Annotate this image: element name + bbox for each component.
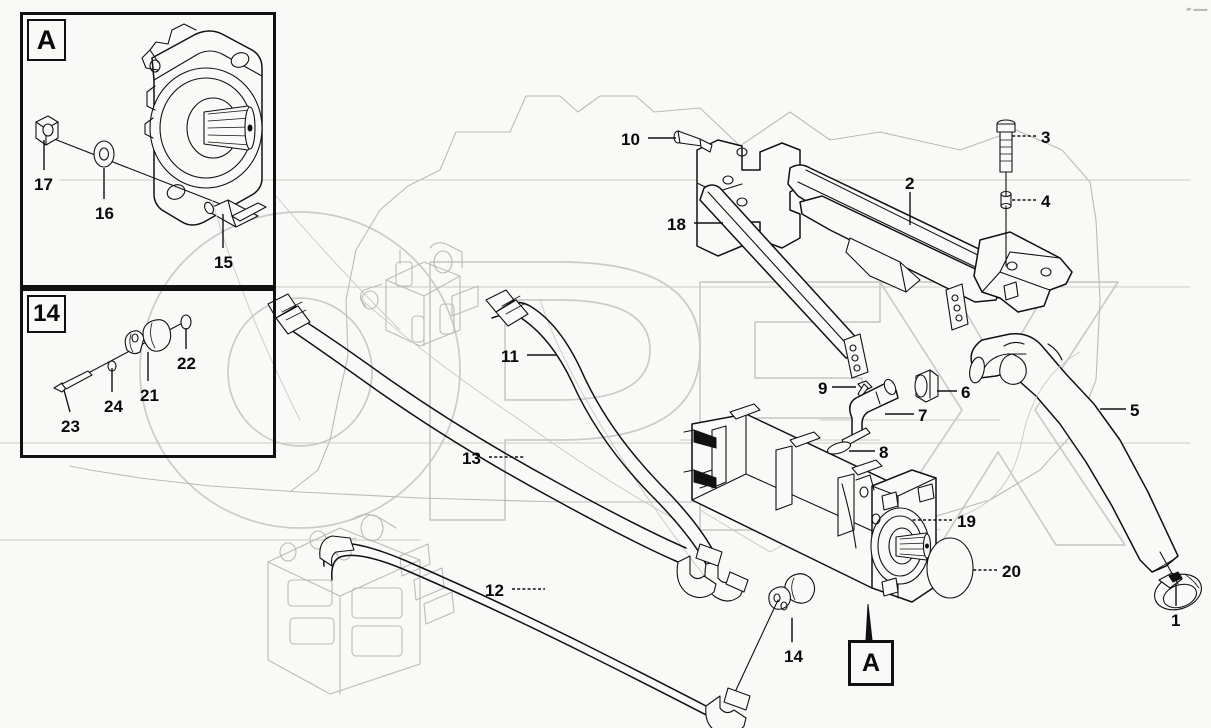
part-1-hose-clamp xyxy=(1154,551,1202,611)
callout-label-22: 22 xyxy=(177,354,196,373)
callout-label-16: 16 xyxy=(95,204,114,223)
callout-label-9: 9 xyxy=(818,379,828,398)
callout-label-4: 4 xyxy=(1041,192,1051,211)
callout-label-12: 12 xyxy=(485,581,504,600)
callout-label-20: 20 xyxy=(1002,562,1021,581)
callout-label-23: 23 xyxy=(61,417,80,436)
part-8-oring xyxy=(826,441,852,455)
part-19-pump-assembly xyxy=(683,403,937,603)
callout-label-18: 18 xyxy=(667,215,686,234)
detail-14-contents xyxy=(53,314,192,393)
callout-label-5: 5 xyxy=(1130,401,1140,420)
part-6-coupling xyxy=(914,369,939,403)
callout-label-10: 10 xyxy=(621,130,640,149)
callout-label-8: 8 xyxy=(879,443,889,462)
part-11-hose xyxy=(485,289,749,602)
part-21-clamp xyxy=(124,319,172,355)
part-16-washer xyxy=(93,140,115,168)
callout-label-17: 17 xyxy=(34,175,53,194)
callout-label-2: 2 xyxy=(905,174,915,193)
detail-box-a-tag: A xyxy=(27,19,66,61)
corner-mark: ▰ ▬▬ xyxy=(1186,6,1208,13)
detail-box-14-tag: 14 xyxy=(27,295,66,333)
part-12-hose xyxy=(319,535,751,728)
callout-label-21: 21 xyxy=(140,386,159,405)
part-15-stud xyxy=(203,199,267,228)
detail-box-a xyxy=(20,12,276,288)
callout-label-14: 14 xyxy=(784,647,803,666)
callout-label-6: 6 xyxy=(961,383,971,402)
pump-flange-body xyxy=(141,23,263,226)
part-23-bolt xyxy=(53,370,93,393)
callout-label-19: 19 xyxy=(957,512,976,531)
callout-label-11: 11 xyxy=(501,347,519,366)
part-5-suction-hose xyxy=(969,333,1179,573)
callout-label-13: 13 xyxy=(462,449,481,468)
ghost-valve-block-top xyxy=(359,242,479,347)
part-13-hose xyxy=(267,293,723,599)
callout-label-1: 1 xyxy=(1171,611,1181,630)
callout-leaders xyxy=(43,135,1177,642)
part-7-elbow-tube xyxy=(849,378,899,441)
part-18-strut xyxy=(699,184,869,379)
part-17-nut xyxy=(35,115,59,146)
detail-box-14 xyxy=(20,288,276,458)
part-3-bolt xyxy=(996,119,1016,173)
part-14-clamps-main xyxy=(735,573,816,691)
part-2-main-bracket xyxy=(696,139,1073,331)
callout-label-3: 3 xyxy=(1041,128,1051,147)
ghost-valve-block-bottom xyxy=(267,513,455,695)
part-10-bolt xyxy=(673,130,713,153)
detail-a-contents xyxy=(35,23,267,228)
callout-label-15: 15 xyxy=(214,253,233,272)
reference-box-a: A xyxy=(848,640,894,686)
part-20-cap xyxy=(926,537,974,599)
callout-label-24: 24 xyxy=(104,397,123,416)
callout-label-7: 7 xyxy=(918,406,928,425)
